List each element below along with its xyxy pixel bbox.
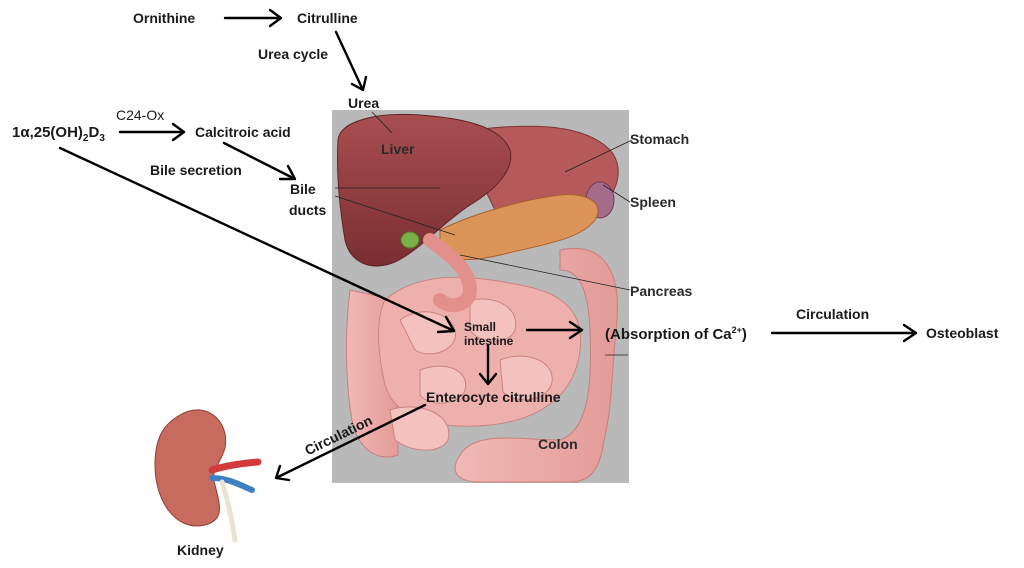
circulation-top-label: Circulation	[796, 306, 870, 322]
absorption-superscript: 2+	[731, 325, 742, 335]
pancreas-label: Pancreas	[630, 283, 693, 299]
pancreas-shape	[439, 194, 599, 261]
small-label: Small	[464, 320, 497, 334]
bile-label: Bile	[290, 181, 316, 197]
liver-shape	[336, 113, 512, 267]
absorption-suffix: )	[741, 326, 747, 343]
colon-label: Colon	[538, 436, 578, 452]
arrows	[58, 8, 918, 482]
enterocyte-citrulline-label: Enterocyte citrulline	[426, 389, 561, 405]
intestine-label: intestine	[464, 334, 514, 348]
liver-label: Liver	[381, 141, 415, 157]
vitamin-d-subscript-2: 3	[99, 133, 105, 144]
vitamin-d-letter: D	[88, 124, 100, 141]
ducts-label: ducts	[289, 202, 327, 218]
stomach-label: Stomach	[630, 131, 690, 147]
small-intestine-shape	[378, 276, 582, 451]
bile-secretion-label: Bile secretion	[150, 162, 242, 178]
gallbladder-shape	[400, 231, 420, 249]
vitamin-d-subscript-1: 2	[82, 133, 89, 144]
spleen-label: Spleen	[630, 194, 676, 210]
calcitroic-acid-label: Calcitroic acid	[195, 124, 291, 140]
absorption-prefix: (Absorption of Ca	[605, 326, 732, 343]
osteoblast-label: Osteoblast	[926, 325, 999, 341]
c24ox-label: C24-Ox	[116, 107, 165, 123]
kidney-label: Kidney	[177, 542, 224, 558]
kidney-illustration	[154, 409, 262, 543]
citrulline-label: Citrulline	[297, 10, 358, 26]
urea-label: Urea	[348, 95, 380, 111]
vitamin-d-label: 1α,25(OH)2D3	[12, 125, 105, 147]
ornithine-label: Ornithine	[133, 10, 196, 26]
leader-lines	[334, 111, 633, 356]
duodenum-shape	[423, 233, 478, 313]
vitamin-d-prefix: 1α,25(OH)	[12, 124, 83, 141]
urea-cycle-label: Urea cycle	[258, 46, 329, 62]
absorption-label: (Absorption of Ca2+)	[605, 322, 747, 343]
